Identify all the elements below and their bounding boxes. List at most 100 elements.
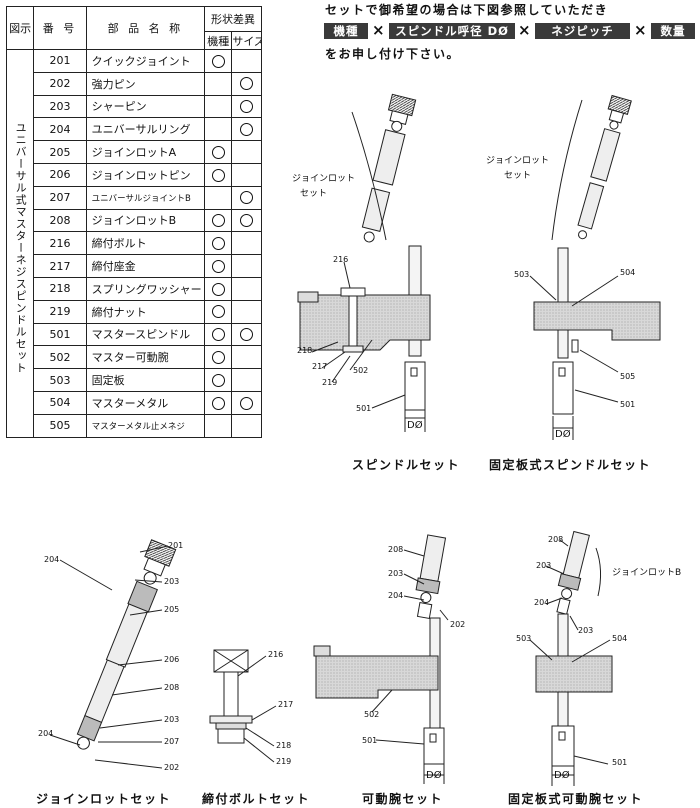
fig1-group-label: ジョインロット セット bbox=[292, 174, 356, 199]
part-number: 207 bbox=[33, 185, 87, 210]
header-number: 番 号 bbox=[33, 6, 87, 50]
part-number: 505 bbox=[33, 413, 87, 438]
part-number: 208 bbox=[33, 208, 87, 233]
fig2-label-504: 504 bbox=[620, 268, 636, 277]
caption-fixed-movable-arm-set: 固定板式可動腕セット bbox=[508, 792, 644, 806]
circle-mark-icon bbox=[240, 123, 254, 137]
figure-join-rod-set bbox=[49, 539, 177, 769]
instruction-line-1: セットで御希望の場合は下図参照していただき bbox=[325, 3, 609, 17]
part-name: ジョインロットA bbox=[85, 140, 206, 164]
circle-mark-icon bbox=[211, 282, 225, 296]
mark-kishu bbox=[204, 322, 233, 347]
fig5-label-208: 208 bbox=[388, 545, 404, 554]
caption-join-rod-set: ジョインロットセット bbox=[36, 792, 172, 806]
mark-size bbox=[231, 390, 262, 415]
fig5-dia-label: DØ bbox=[426, 770, 442, 781]
mark-kishu bbox=[204, 276, 233, 301]
fig1-label-217: 217 bbox=[312, 362, 328, 371]
mark-kishu bbox=[204, 390, 233, 415]
circle-mark-icon bbox=[240, 396, 254, 410]
circle-mark-icon bbox=[211, 54, 225, 68]
fig5-label-203: 203 bbox=[388, 569, 404, 578]
circle-mark-icon bbox=[240, 77, 254, 91]
circle-mark-icon bbox=[211, 145, 225, 159]
caption-fixed-spindle-set: 固定板式スピンドルセット bbox=[489, 458, 652, 472]
fig3-label-202: 202 bbox=[164, 763, 180, 772]
part-number: 502 bbox=[33, 345, 87, 370]
part-name: 固定板 bbox=[85, 368, 206, 392]
fig1-label-501: 501 bbox=[356, 404, 372, 413]
fig3-label-204-top: 204 bbox=[44, 555, 60, 564]
fig1-dia-label: DØ bbox=[407, 420, 423, 431]
caption-spindle-set: スピンドルセット bbox=[352, 458, 461, 472]
fig2-group-label: ジョインロット セット bbox=[486, 156, 550, 181]
part-name: マスター可動腕 bbox=[85, 345, 206, 370]
mark-kishu bbox=[204, 208, 233, 233]
part-number: 203 bbox=[33, 94, 87, 119]
figure-spindle-set bbox=[297, 93, 431, 432]
part-number: 216 bbox=[33, 231, 87, 256]
fig3-label-204-bottom: 204 bbox=[38, 729, 54, 738]
figure-fixed-spindle-set bbox=[529, 94, 661, 440]
fig5-label-501: 501 bbox=[362, 736, 378, 745]
times-sign-3: × bbox=[634, 21, 647, 39]
part-number: 204 bbox=[33, 117, 87, 142]
fig4-label-217: 217 bbox=[278, 700, 294, 709]
fig4-label-219: 219 bbox=[276, 757, 292, 766]
figure-movable-arm-set bbox=[313, 534, 449, 784]
fig3-label-203-top: 203 bbox=[164, 577, 180, 586]
circle-mark-icon bbox=[211, 373, 225, 387]
instruction-line-3: をお申し付け下さい。 bbox=[325, 47, 461, 61]
fig1-label-502: 502 bbox=[353, 366, 369, 375]
fig3-label-206: 206 bbox=[164, 655, 180, 664]
fig6-label-208: 208 bbox=[548, 535, 564, 544]
part-name: スプリングワッシャー bbox=[85, 276, 206, 301]
fig3-label-203-bottom: 203 bbox=[164, 715, 180, 724]
fig6-dia-label: DØ bbox=[554, 770, 570, 781]
fig3-label-205: 205 bbox=[164, 605, 180, 614]
tag-spindle-diameter: スピンドル呼径 DØ bbox=[389, 23, 515, 39]
part-name: ジョインロットピン bbox=[85, 162, 206, 187]
tag-thread-pitch: ネジピッチ bbox=[535, 23, 630, 39]
fig5-label-204: 204 bbox=[388, 591, 404, 600]
fig2-label-505: 505 bbox=[620, 372, 636, 381]
fig4-label-218: 218 bbox=[276, 741, 292, 750]
fig3-label-201: 201 bbox=[168, 541, 184, 550]
mark-size bbox=[231, 413, 262, 438]
tag-model: 機種 bbox=[324, 23, 368, 39]
part-number: 202 bbox=[33, 71, 87, 96]
circle-mark-icon bbox=[240, 328, 254, 342]
fig5-label-202: 202 bbox=[450, 620, 466, 629]
part-number: 503 bbox=[33, 368, 87, 392]
fig6-label-204: 204 bbox=[534, 598, 550, 607]
header-shape-diff: 形状差異 bbox=[204, 6, 262, 32]
part-name: ジョインロットB bbox=[85, 208, 206, 233]
fig2-label-503: 503 bbox=[514, 270, 530, 279]
header-zushi: 図示 bbox=[5, 6, 35, 50]
fig6-group-label: ジョインロットB bbox=[612, 568, 682, 578]
fig1-label-218: 218 bbox=[297, 346, 313, 355]
circle-mark-icon bbox=[211, 259, 225, 273]
circle-mark-icon bbox=[211, 214, 225, 228]
fig3-label-208: 208 bbox=[164, 683, 180, 692]
circle-mark-icon bbox=[240, 191, 254, 205]
fig6-label-504: 504 bbox=[612, 634, 628, 643]
mark-kishu bbox=[204, 231, 233, 256]
fig3-label-207: 207 bbox=[164, 737, 180, 746]
header-part-name: 部 品 名 称 bbox=[85, 6, 206, 50]
circle-mark-icon bbox=[211, 328, 225, 342]
figure-fixed-movable-arm-set bbox=[529, 530, 613, 786]
category-label: ユニバーサル式マスターネジスピンドルセット bbox=[5, 49, 35, 438]
fig6-label-503: 503 bbox=[516, 634, 532, 643]
